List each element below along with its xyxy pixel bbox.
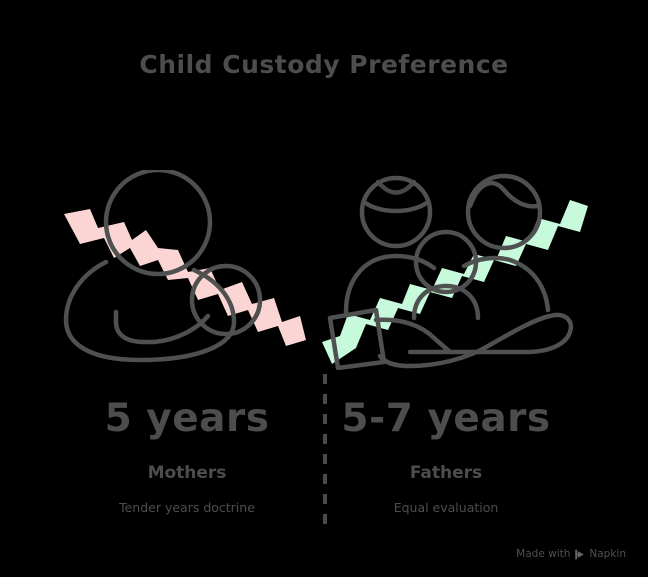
napkin-arrow-logo-icon: [574, 549, 585, 560]
stat-label-right: Fathers: [409, 463, 483, 483]
mother-holding-baby-illustration: [63, 170, 306, 363]
napkin-watermark: Made with Napkin: [516, 548, 626, 560]
mint-ascending-zigzag-band: [322, 200, 588, 364]
stat-value-left: 5 years: [104, 396, 270, 441]
page-title: Child Custody Preference: [139, 50, 509, 79]
watermark-prefix-label: Made with: [516, 548, 571, 560]
stat-description-left: Tender years doctrine: [119, 500, 255, 515]
stat-description-right: Equal evaluation: [393, 500, 499, 515]
pink-descending-zigzag-band: [64, 209, 306, 346]
hand-supporting-family-illustration: [322, 173, 588, 370]
stat-label-left: Mothers: [147, 463, 227, 483]
dashed-vertical-divider: [323, 374, 327, 532]
panel-right-fathers: 5-7 years Fathers Equal evaluation: [306, 396, 586, 515]
stat-value-right: 5-7 years: [341, 396, 551, 441]
watermark-brand-label: Napkin: [589, 548, 626, 560]
panel-left-mothers: 5 years Mothers Tender years doctrine: [47, 396, 327, 515]
